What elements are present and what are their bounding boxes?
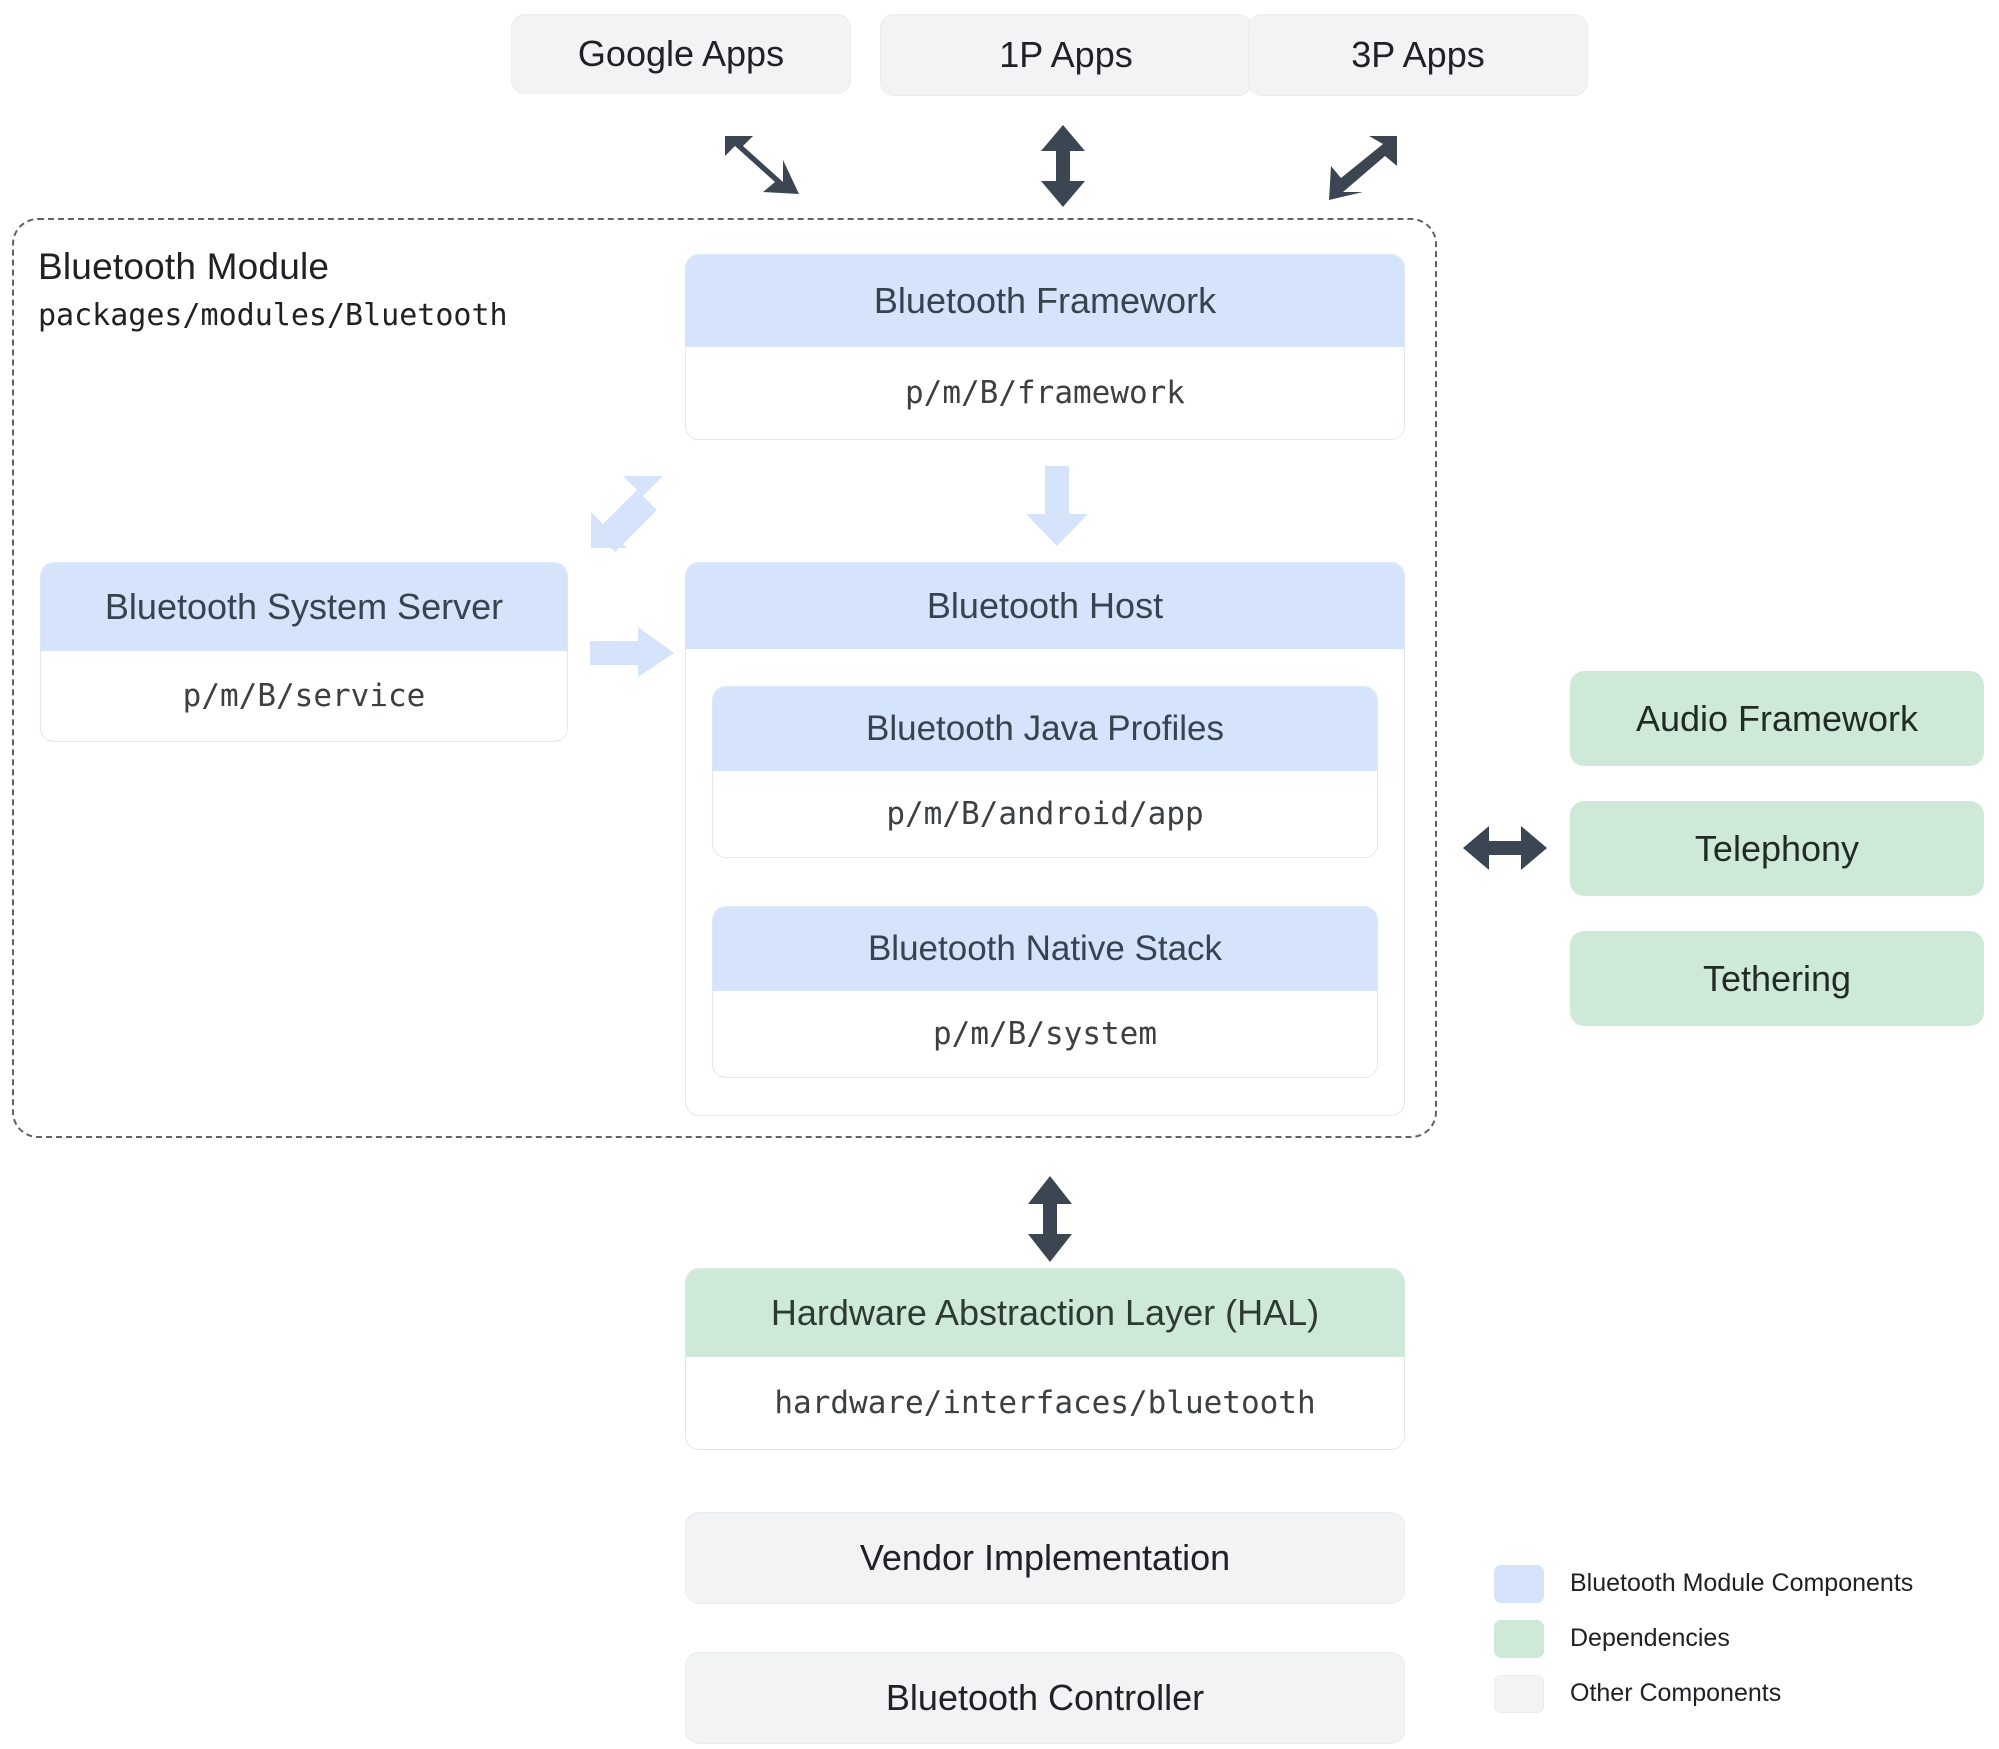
bluetooth-framework-path: p/m/B/framework	[686, 347, 1404, 439]
framework-to-host-arrow-icon	[1026, 466, 1088, 546]
bluetooth-system-server-title: Bluetooth System Server	[41, 563, 567, 651]
tethering-label: Tethering	[1702, 957, 1852, 999]
legend-label-module-components: Bluetooth Module Components	[1570, 1569, 1914, 1597]
3p-apps-connector-arrow-icon	[1329, 136, 1397, 200]
google-apps-box[interactable]: Google Apps	[511, 14, 851, 94]
hal-card[interactable]: Hardware Abstraction Layer (HAL) hardwar…	[685, 1268, 1405, 1450]
google-apps-connector-arrow-icon	[725, 136, 799, 194]
framework-to-system-server-arrow-icon	[591, 476, 663, 552]
bluetooth-module-heading: Bluetooth Module	[38, 246, 330, 287]
1p-apps-box[interactable]: 1P Apps	[880, 14, 1252, 96]
bluetooth-controller-box[interactable]: Bluetooth Controller	[685, 1652, 1405, 1744]
bluetooth-module-path: packages/modules/Bluetooth	[38, 298, 508, 333]
bluetooth-java-profiles-path: p/m/B/android/app	[713, 771, 1377, 857]
bluetooth-framework-card[interactable]: Bluetooth Framework p/m/B/framework	[685, 254, 1405, 440]
bluetooth-java-profiles-title: Bluetooth Java Profiles	[713, 687, 1377, 771]
legend-label-dependencies: Dependencies	[1570, 1624, 1730, 1652]
module-to-hal-arrow-icon	[1028, 1176, 1072, 1262]
legend-label-other-components: Other Components	[1570, 1679, 1782, 1707]
bluetooth-system-server-card[interactable]: Bluetooth System Server p/m/B/service	[40, 562, 568, 742]
bluetooth-framework-title: Bluetooth Framework	[686, 255, 1404, 347]
legend-swatch-other-components	[1494, 1674, 1544, 1713]
google-apps-label: Google Apps	[577, 33, 785, 75]
bluetooth-java-profiles-card[interactable]: Bluetooth Java Profiles p/m/B/android/ap…	[712, 686, 1378, 858]
hal-path: hardware/interfaces/bluetooth	[686, 1357, 1404, 1449]
bluetooth-module-container	[12, 218, 1437, 1138]
3p-apps-box[interactable]: 3P Apps	[1248, 14, 1588, 96]
tethering-box[interactable]: Tethering	[1570, 931, 1984, 1026]
bluetooth-native-stack-path: p/m/B/system	[713, 991, 1377, 1077]
system-server-to-host-arrow-icon	[590, 627, 674, 677]
audio-framework-label: Audio Framework	[1635, 697, 1919, 739]
bluetooth-system-server-path: p/m/B/service	[41, 651, 567, 741]
1p-apps-label: 1P Apps	[999, 34, 1133, 76]
telephony-label: Telephony	[1694, 827, 1860, 869]
1p-apps-connector-arrow-icon	[1041, 125, 1085, 207]
telephony-box[interactable]: Telephony	[1570, 801, 1984, 896]
legend-item-other-components: Other Components	[1494, 1666, 1964, 1721]
legend-swatch-module-components	[1494, 1564, 1544, 1603]
bluetooth-controller-label: Bluetooth Controller	[885, 1677, 1205, 1719]
legend-item-dependencies: Dependencies	[1494, 1611, 1964, 1666]
bluetooth-native-stack-title: Bluetooth Native Stack	[713, 907, 1377, 991]
3p-apps-label: 3P Apps	[1351, 34, 1485, 76]
bluetooth-native-stack-card[interactable]: Bluetooth Native Stack p/m/B/system	[712, 906, 1378, 1078]
legend: Bluetooth Module Components Dependencies…	[1494, 1556, 1964, 1721]
vendor-implementation-box[interactable]: Vendor Implementation	[685, 1512, 1405, 1604]
vendor-implementation-label: Vendor Implementation	[859, 1537, 1231, 1579]
legend-item-module-components: Bluetooth Module Components	[1494, 1556, 1964, 1611]
legend-swatch-dependencies	[1494, 1619, 1544, 1658]
module-to-dependencies-arrow-icon	[1463, 826, 1547, 870]
hal-title: Hardware Abstraction Layer (HAL)	[686, 1269, 1404, 1357]
bluetooth-host-title: Bluetooth Host	[686, 563, 1404, 649]
audio-framework-box[interactable]: Audio Framework	[1570, 671, 1984, 766]
